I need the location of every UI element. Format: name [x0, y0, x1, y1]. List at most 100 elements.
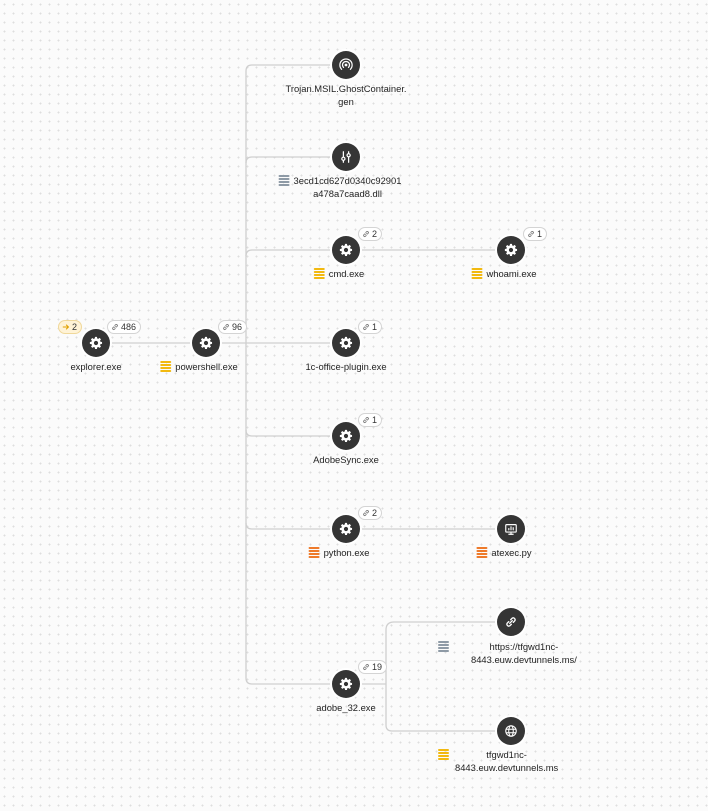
cmd-badge-count: 2 — [372, 228, 378, 239]
link-icon — [363, 324, 369, 330]
explorer-badge-count: 486 — [121, 321, 137, 332]
node-python[interactable] — [332, 515, 360, 543]
severity-orange-icon — [308, 547, 320, 558]
arrow-right-icon — [62, 324, 70, 330]
globe-icon — [505, 725, 517, 737]
label-url: https://tfgwd1nc- 8443.euw.devtunnels.ms/ — [438, 640, 577, 666]
link-icon — [363, 417, 369, 423]
explorer-incoming-badge[interactable]: 2 — [58, 320, 83, 334]
node-adobe32[interactable] — [332, 670, 360, 698]
label-python-text: python.exe — [323, 547, 370, 558]
office-plugin-badge-count: 1 — [372, 321, 378, 332]
severity-yellow-icon — [313, 268, 325, 279]
node-cmd[interactable] — [332, 236, 360, 264]
severity-gray-icon — [278, 175, 290, 186]
edge-trunk-trojan — [245, 64, 346, 72]
link-icon — [363, 510, 369, 516]
node-trojan[interactable] — [332, 51, 360, 79]
link-icon — [506, 617, 516, 627]
label-url-line2: 8443.euw.devtunnels.ms/ — [471, 654, 577, 665]
link-icon — [112, 324, 118, 330]
label-atexec-text: atexec.py — [491, 547, 532, 558]
edge-trunk-adobesync — [245, 429, 346, 437]
adobesync-link-count-badge[interactable]: 1 — [358, 413, 383, 427]
link-icon — [223, 324, 229, 330]
severity-gray-icon — [438, 641, 449, 652]
node-whoami[interactable] — [497, 236, 525, 264]
gear-icon — [89, 336, 103, 349]
label-office-plugin: 1c-office-plugin.exe — [305, 360, 386, 373]
label-trojan-line1: Trojan.MSIL.GhostContainer. — [285, 83, 407, 94]
label-powershell-text: powershell.exe — [175, 361, 238, 372]
node-powershell[interactable] — [192, 329, 220, 357]
node-adobesync[interactable] — [332, 422, 360, 450]
node-atexec[interactable] — [497, 515, 525, 543]
office-plugin-link-count-badge[interactable]: 1 — [358, 320, 383, 334]
explorer-link-count-badge[interactable]: 486 — [107, 320, 142, 334]
label-atexec: atexec.py — [476, 546, 532, 559]
powershell-link-count-badge[interactable]: 96 — [218, 320, 248, 334]
gear-icon — [339, 429, 353, 442]
link-icon — [528, 231, 534, 237]
gear-icon — [199, 336, 213, 349]
cmd-link-count-badge[interactable]: 2 — [358, 227, 383, 241]
node-office-plugin[interactable] — [332, 329, 360, 357]
node-url[interactable] — [497, 608, 525, 636]
edge-trunk-python — [245, 522, 346, 530]
label-trojan: Trojan.MSIL.GhostContainer. gen — [285, 82, 406, 108]
radar-icon — [339, 58, 353, 70]
node-explorer[interactable] — [82, 329, 110, 357]
adobe32-link-count-badge[interactable]: 19 — [358, 660, 388, 674]
python-link-count-badge[interactable]: 2 — [358, 506, 383, 520]
label-whoami: whoami.exe — [471, 267, 537, 280]
label-python: python.exe — [308, 546, 370, 559]
label-powershell: powershell.exe — [160, 360, 238, 373]
label-dll-line1: 3ecd1cd627d0340c92901 — [293, 175, 402, 186]
label-domain: tfgwd1nc- 8443.euw.devtunnels.ms — [438, 748, 558, 774]
edge-trunk-dll — [245, 156, 346, 164]
gear-icon — [504, 243, 518, 256]
severity-yellow-icon — [471, 268, 483, 279]
severity-orange-icon — [476, 547, 488, 558]
adobesync-badge-count: 1 — [372, 414, 378, 425]
edge-trunk-vertical — [245, 71, 346, 685]
powershell-badge-count: 96 — [232, 321, 243, 332]
gear-icon — [339, 336, 353, 349]
whoami-link-count-badge[interactable]: 1 — [523, 227, 548, 241]
label-office-plugin-text: 1c-office-plugin.exe — [305, 361, 387, 372]
label-dll-line2: a478a7caad8.dll — [313, 188, 382, 199]
label-trojan-line2: gen — [338, 96, 354, 107]
explorer-incoming-count: 2 — [72, 321, 78, 332]
gear-icon — [339, 522, 353, 535]
label-explorer-text: explorer.exe — [70, 361, 122, 372]
label-adobesync: AdobeSync.exe — [313, 453, 379, 466]
link-icon — [363, 231, 369, 237]
gear-icon — [339, 243, 353, 256]
adobe32-badge-count: 19 — [372, 661, 383, 672]
label-cmd-text: cmd.exe — [328, 268, 365, 279]
label-dll: 3ecd1cd627d0340c92901 a478a7caad8.dll — [278, 174, 402, 200]
label-cmd: cmd.exe — [313, 267, 365, 280]
sliders-icon — [341, 151, 351, 163]
label-explorer: explorer.exe — [70, 360, 121, 373]
label-url-line1: https://tfgwd1nc- — [489, 641, 559, 652]
severity-yellow-icon — [438, 749, 449, 760]
severity-yellow-icon — [160, 361, 172, 372]
edge-branch-url — [385, 621, 511, 631]
label-adobe32: adobe_32.exe — [316, 701, 375, 714]
label-whoami-text: whoami.exe — [486, 268, 537, 279]
label-domain-line1: tfgwd1nc- — [486, 749, 527, 760]
edge-trunk-cmd — [245, 249, 346, 257]
gear-icon — [339, 677, 353, 690]
link-icon — [363, 664, 369, 670]
label-adobe32-text: adobe_32.exe — [316, 702, 376, 713]
whoami-badge-count: 1 — [537, 228, 543, 239]
node-domain[interactable] — [497, 717, 525, 745]
label-domain-line2: 8443.euw.devtunnels.ms — [455, 762, 559, 773]
edge-branch-domain — [385, 724, 511, 732]
label-adobesync-text: AdobeSync.exe — [313, 454, 379, 465]
python-badge-count: 2 — [372, 507, 378, 518]
monitor-icon — [505, 524, 517, 535]
node-dll[interactable] — [332, 143, 360, 171]
